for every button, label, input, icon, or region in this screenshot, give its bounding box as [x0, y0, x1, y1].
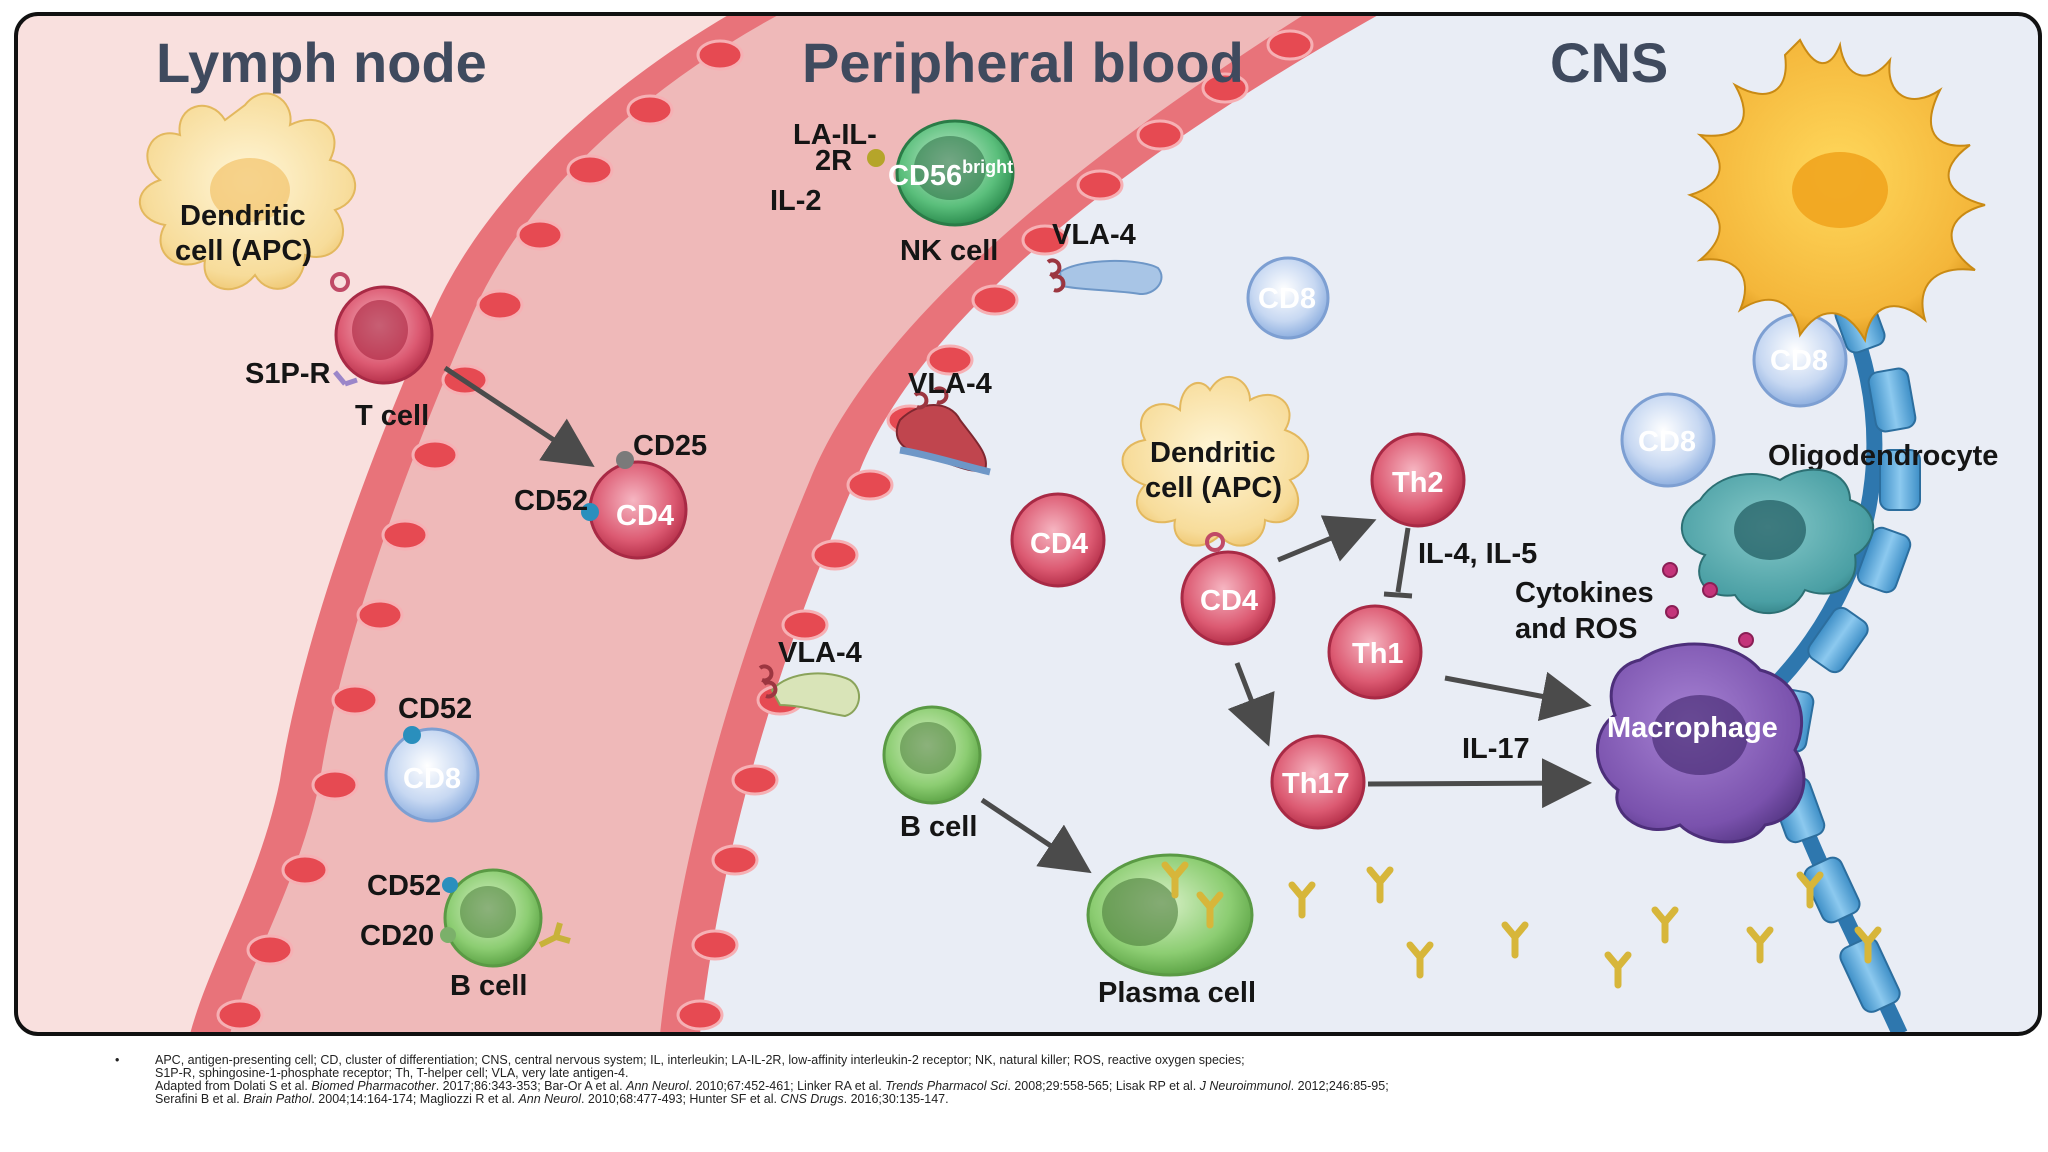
region-title-lymph-node: Lymph node [156, 31, 487, 94]
th2-label: Th2 [1392, 467, 1444, 499]
cd25-label: CD25 [633, 430, 707, 462]
vla4-label-a: VLA-4 [1052, 219, 1136, 251]
th2-inhibits-th1 [1395, 527, 1411, 593]
vla4-cell-a [1046, 258, 1163, 296]
th1-to-macrophage-arrow [1444, 671, 1592, 721]
la-il-2r-label-1: LA-IL- [793, 119, 877, 151]
oligodendrocyte [1687, 38, 1986, 344]
il-2-label: IL-2 [770, 185, 822, 217]
macrophage [1595, 642, 1806, 844]
cns-dendritic-label-2: cell (APC) [1145, 472, 1282, 504]
plasma-cell-label: Plasma cell [1098, 977, 1256, 1009]
lymph-cd4-label: CD4 [616, 500, 674, 532]
oligodendrocyte-label: Oligodendrocyte [1768, 440, 1998, 472]
cd52-label-b: CD52 [398, 693, 472, 725]
cd52-label-a: CD52 [514, 485, 588, 517]
s1p-r-label: S1P-R [245, 358, 330, 390]
cns-cd8-label-c: CD8 [1638, 426, 1696, 458]
cd20-label: CD20 [360, 920, 434, 952]
footnote-line-3: Adapted from Dolati S et al. Biomed Phar… [155, 1079, 1389, 1093]
cns-dendritic-label-1: Dendritic [1150, 437, 1276, 469]
cns-cd8-label-b: CD8 [1770, 345, 1828, 377]
cd4-to-th17-arrow [1227, 662, 1275, 747]
nk-cell [867, 119, 1015, 227]
lymph-node-background [16, 14, 730, 1034]
macrophage-label: Macrophage [1607, 712, 1778, 744]
cns-b-cell [882, 705, 982, 805]
th17-to-macrophage-arrow [1367, 758, 1592, 809]
nk-cell-label: NK cell [900, 235, 998, 267]
cytokines-label-2: and ROS [1515, 613, 1637, 645]
b-cell-to-plasma-arrow [980, 797, 1092, 874]
il17-label: IL-17 [1462, 733, 1530, 765]
th17-cell [1270, 734, 1366, 830]
t-cell [330, 272, 434, 387]
cd52-label-c: CD52 [367, 870, 441, 902]
lymph-dendritic-label-1: Dendritic [180, 200, 306, 232]
lymph-dendritic-cell [139, 92, 356, 291]
lymph-cd8-cell [384, 726, 480, 823]
cns-cd4-cell-a [1010, 492, 1106, 588]
lymph-cd8-label: CD8 [403, 763, 461, 795]
vla4-cell-b [895, 386, 991, 476]
th2-inhibits-th1-bar [1383, 591, 1413, 599]
vla4-cell-c [758, 664, 860, 718]
region-title-cns: CNS [1550, 31, 1668, 94]
cns-cd4-label-b: CD4 [1200, 585, 1258, 617]
microglia-cell [1680, 468, 1875, 615]
cytokine-particles [1662, 562, 1754, 648]
lymph-dendritic-label-2: cell (APC) [175, 235, 312, 267]
cns-b-cell-label: B cell [900, 811, 977, 843]
cd56-label: CD56bright [888, 157, 1013, 192]
lymph-cd4-cell [581, 451, 688, 560]
la-il-2r-label-2: 2R [815, 145, 852, 177]
th1-label: Th1 [1352, 638, 1404, 670]
footnote-bullet: • [115, 1053, 120, 1067]
lymph-b-cell [440, 868, 571, 968]
pathway-arrows [980, 515, 1592, 874]
t-cell-label: T cell [355, 400, 429, 432]
vla4-label-b: VLA-4 [908, 368, 992, 400]
lymph-b-cell-label: B cell [450, 970, 527, 1002]
cns-cd8-cell-a [1246, 256, 1330, 340]
t-cell-to-cd4-arrow [443, 365, 595, 468]
th2-cell [1370, 432, 1466, 528]
footnotes: • APC, antigen-presenting cell; CD, clus… [115, 1053, 2015, 1106]
cns-cd4-label-a: CD4 [1030, 528, 1088, 560]
antibodies [1161, 861, 1882, 989]
th17-label: Th17 [1282, 768, 1350, 800]
footnote-line-4: Serafini B et al. Brain Pathol. 2004;14:… [155, 1092, 949, 1106]
footnote-line-2: S1P-R, sphingosine-1-phosphate receptor;… [155, 1066, 629, 1080]
region-title-peripheral-blood: Peripheral blood [802, 31, 1244, 94]
il4-il5-label: IL-4, IL-5 [1418, 538, 1537, 570]
footnote-line-1: APC, antigen-presenting cell; CD, cluste… [155, 1053, 1245, 1067]
figure-frame [14, 12, 2042, 1036]
cns-cd8-label-a: CD8 [1258, 283, 1316, 315]
vla4-label-c: VLA-4 [778, 637, 862, 669]
cytokines-label-1: Cytokines [1515, 577, 1654, 609]
cns-cd4-cell-b [1180, 532, 1276, 646]
cd4-to-th2-arrow [1277, 515, 1377, 563]
endothelial-cells [216, 29, 1314, 1031]
plasma-cell [1086, 853, 1254, 977]
th1-cell [1327, 604, 1423, 700]
cns-cd8-cell-c [1620, 392, 1716, 488]
